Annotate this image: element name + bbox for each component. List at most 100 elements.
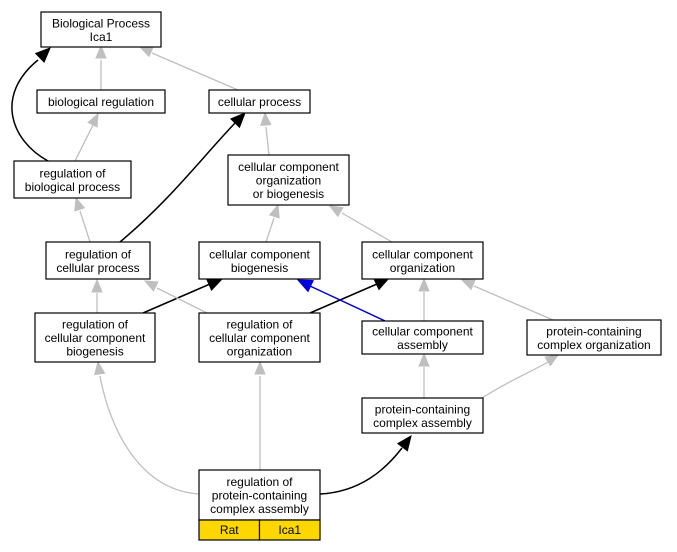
edge-line [79, 210, 91, 243]
term-label-line: regulation of [65, 247, 132, 261]
term-label-line: cellular component [209, 331, 310, 345]
term-label-line: assembly [397, 338, 448, 352]
edge-cproc-to-bp [138, 46, 239, 91]
term-label-line: Biological Process [52, 16, 150, 30]
arrowhead-icon [229, 112, 246, 129]
term-node-cproc[interactable]: cellular process [208, 89, 311, 114]
edge-pcco-to-cco [460, 279, 554, 321]
edge-ccb-to-ccob [265, 203, 280, 243]
arrowhead-icon [418, 352, 430, 367]
arrowhead-icon [396, 434, 412, 452]
arrowhead-icon [328, 205, 344, 218]
edge-line [11, 59, 49, 162]
term-box [208, 89, 311, 114]
edge-line [151, 52, 239, 91]
term-box [227, 154, 350, 206]
term-box [40, 11, 162, 48]
edge-rbp-to-breg [74, 112, 99, 162]
edge-rpcca-to-pcca [319, 434, 412, 495]
edge-breg-to-bp [95, 44, 107, 90]
term-box [361, 397, 484, 434]
term-node-breg[interactable]: biological regulation [36, 89, 166, 114]
edge-line [265, 217, 275, 243]
edge-pcca-to-cca [418, 352, 430, 398]
term-label-line: cellular component [45, 331, 146, 345]
term-label-line: protein-containing [546, 324, 641, 338]
term-label-line: organization [256, 174, 321, 188]
edge-cca-to-ccb [296, 279, 386, 322]
term-label-line: biological process [25, 180, 120, 194]
arrowhead-icon [373, 277, 391, 291]
term-label-line: cellular component [372, 247, 473, 261]
term-box [45, 241, 151, 280]
term-label-line: biogenesis [231, 261, 288, 275]
arrowhead-icon [260, 111, 272, 126]
term-label-line: cellular component [209, 247, 310, 261]
term-label-line: or biogenesis [253, 187, 324, 201]
edge-rpcca-to-rccb [94, 360, 200, 495]
term-box [198, 469, 321, 521]
arrowhead-icon [205, 278, 224, 292]
edge-line [265, 126, 270, 156]
arrowhead-icon [268, 203, 280, 219]
term-label-line: cellular process [56, 261, 139, 275]
edge-line [99, 375, 200, 495]
edge-rcco-to-rcp [143, 280, 208, 314]
edge-line [142, 283, 211, 314]
edge-line [309, 283, 378, 314]
arrowhead-icon [460, 279, 476, 291]
arrowhead-icon [143, 280, 159, 292]
term-label-line: organization [390, 261, 455, 275]
term-label-line: complex assembly [210, 502, 309, 516]
arrowhead-icon [34, 47, 51, 64]
arrowhead-icon [418, 277, 430, 292]
edge-rcco-to-cco [309, 277, 391, 314]
edge-cca-to-cco [418, 277, 430, 321]
arrowhead-icon [74, 196, 86, 212]
edge-rcp-to-cproc [119, 112, 246, 243]
edge-ccob-to-cproc [260, 111, 272, 156]
edge-line [309, 285, 386, 322]
edge-cco-to-ccob [328, 205, 393, 243]
arrowhead-icon [95, 44, 107, 59]
gene-symbol-cell: Ica1 [258, 519, 321, 541]
term-box [13, 160, 132, 199]
term-label-line: Ica1 [90, 30, 113, 44]
edge-rpcca-to-rcco [254, 360, 266, 470]
edge-rcp-to-rbp [74, 196, 91, 243]
edge-line [119, 122, 236, 243]
arrowhead-icon [254, 360, 266, 375]
gene-symbol-label: Ica1 [278, 523, 301, 537]
edge-line [74, 124, 94, 162]
term-label-line: regulation of [39, 166, 106, 180]
term-box [34, 312, 156, 363]
arrowhead-icon [87, 112, 99, 128]
term-label-line: cellular component [238, 160, 339, 174]
edge-rccb-to-rcp [91, 278, 103, 313]
gene-species-label: Rat [220, 523, 239, 537]
term-label-line: organization [227, 345, 292, 359]
edge-line [481, 361, 549, 399]
gene-species-cell: Rat [198, 519, 261, 541]
term-label-line: regulation of [226, 475, 293, 489]
term-label-line: complex organization [537, 338, 650, 352]
arrowhead-icon [296, 279, 314, 293]
term-box [198, 312, 321, 363]
term-box [526, 319, 662, 356]
edge-line [156, 287, 208, 314]
term-label-line: biogenesis [66, 345, 123, 359]
